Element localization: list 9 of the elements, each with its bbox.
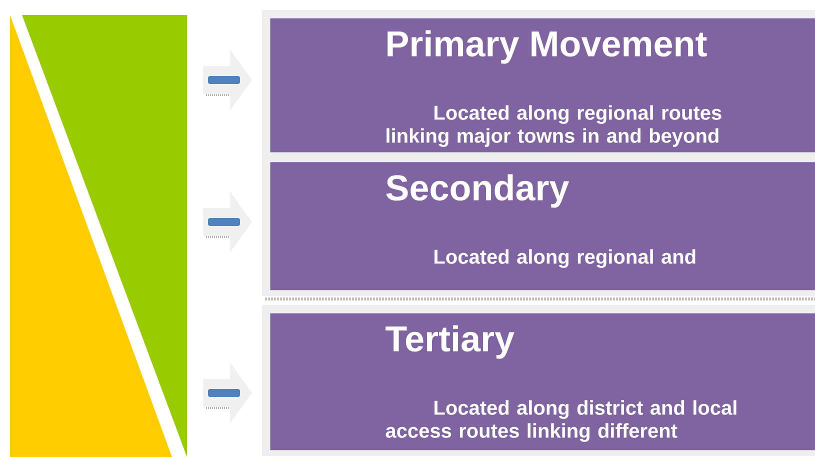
process-box: Primary Movement Located along regional routes linking major towns in and beyond bbox=[262, 10, 815, 158]
node-label: Primary Movement bbox=[388, 30, 707, 64]
triangle-shape bbox=[10, 15, 172, 457]
process-box: Secondary Located along regional and bbox=[262, 154, 815, 296]
triangle-shape bbox=[22, 15, 187, 457]
node-label: Secondary bbox=[386, 174, 570, 208]
process-box: Tertiary Located along district and local access routes linking different bbox=[262, 304, 815, 456]
node-label: Located along regional and bbox=[434, 249, 696, 268]
node-label: Located along regional routes linking major towns in and beyond bbox=[386, 105, 722, 147]
